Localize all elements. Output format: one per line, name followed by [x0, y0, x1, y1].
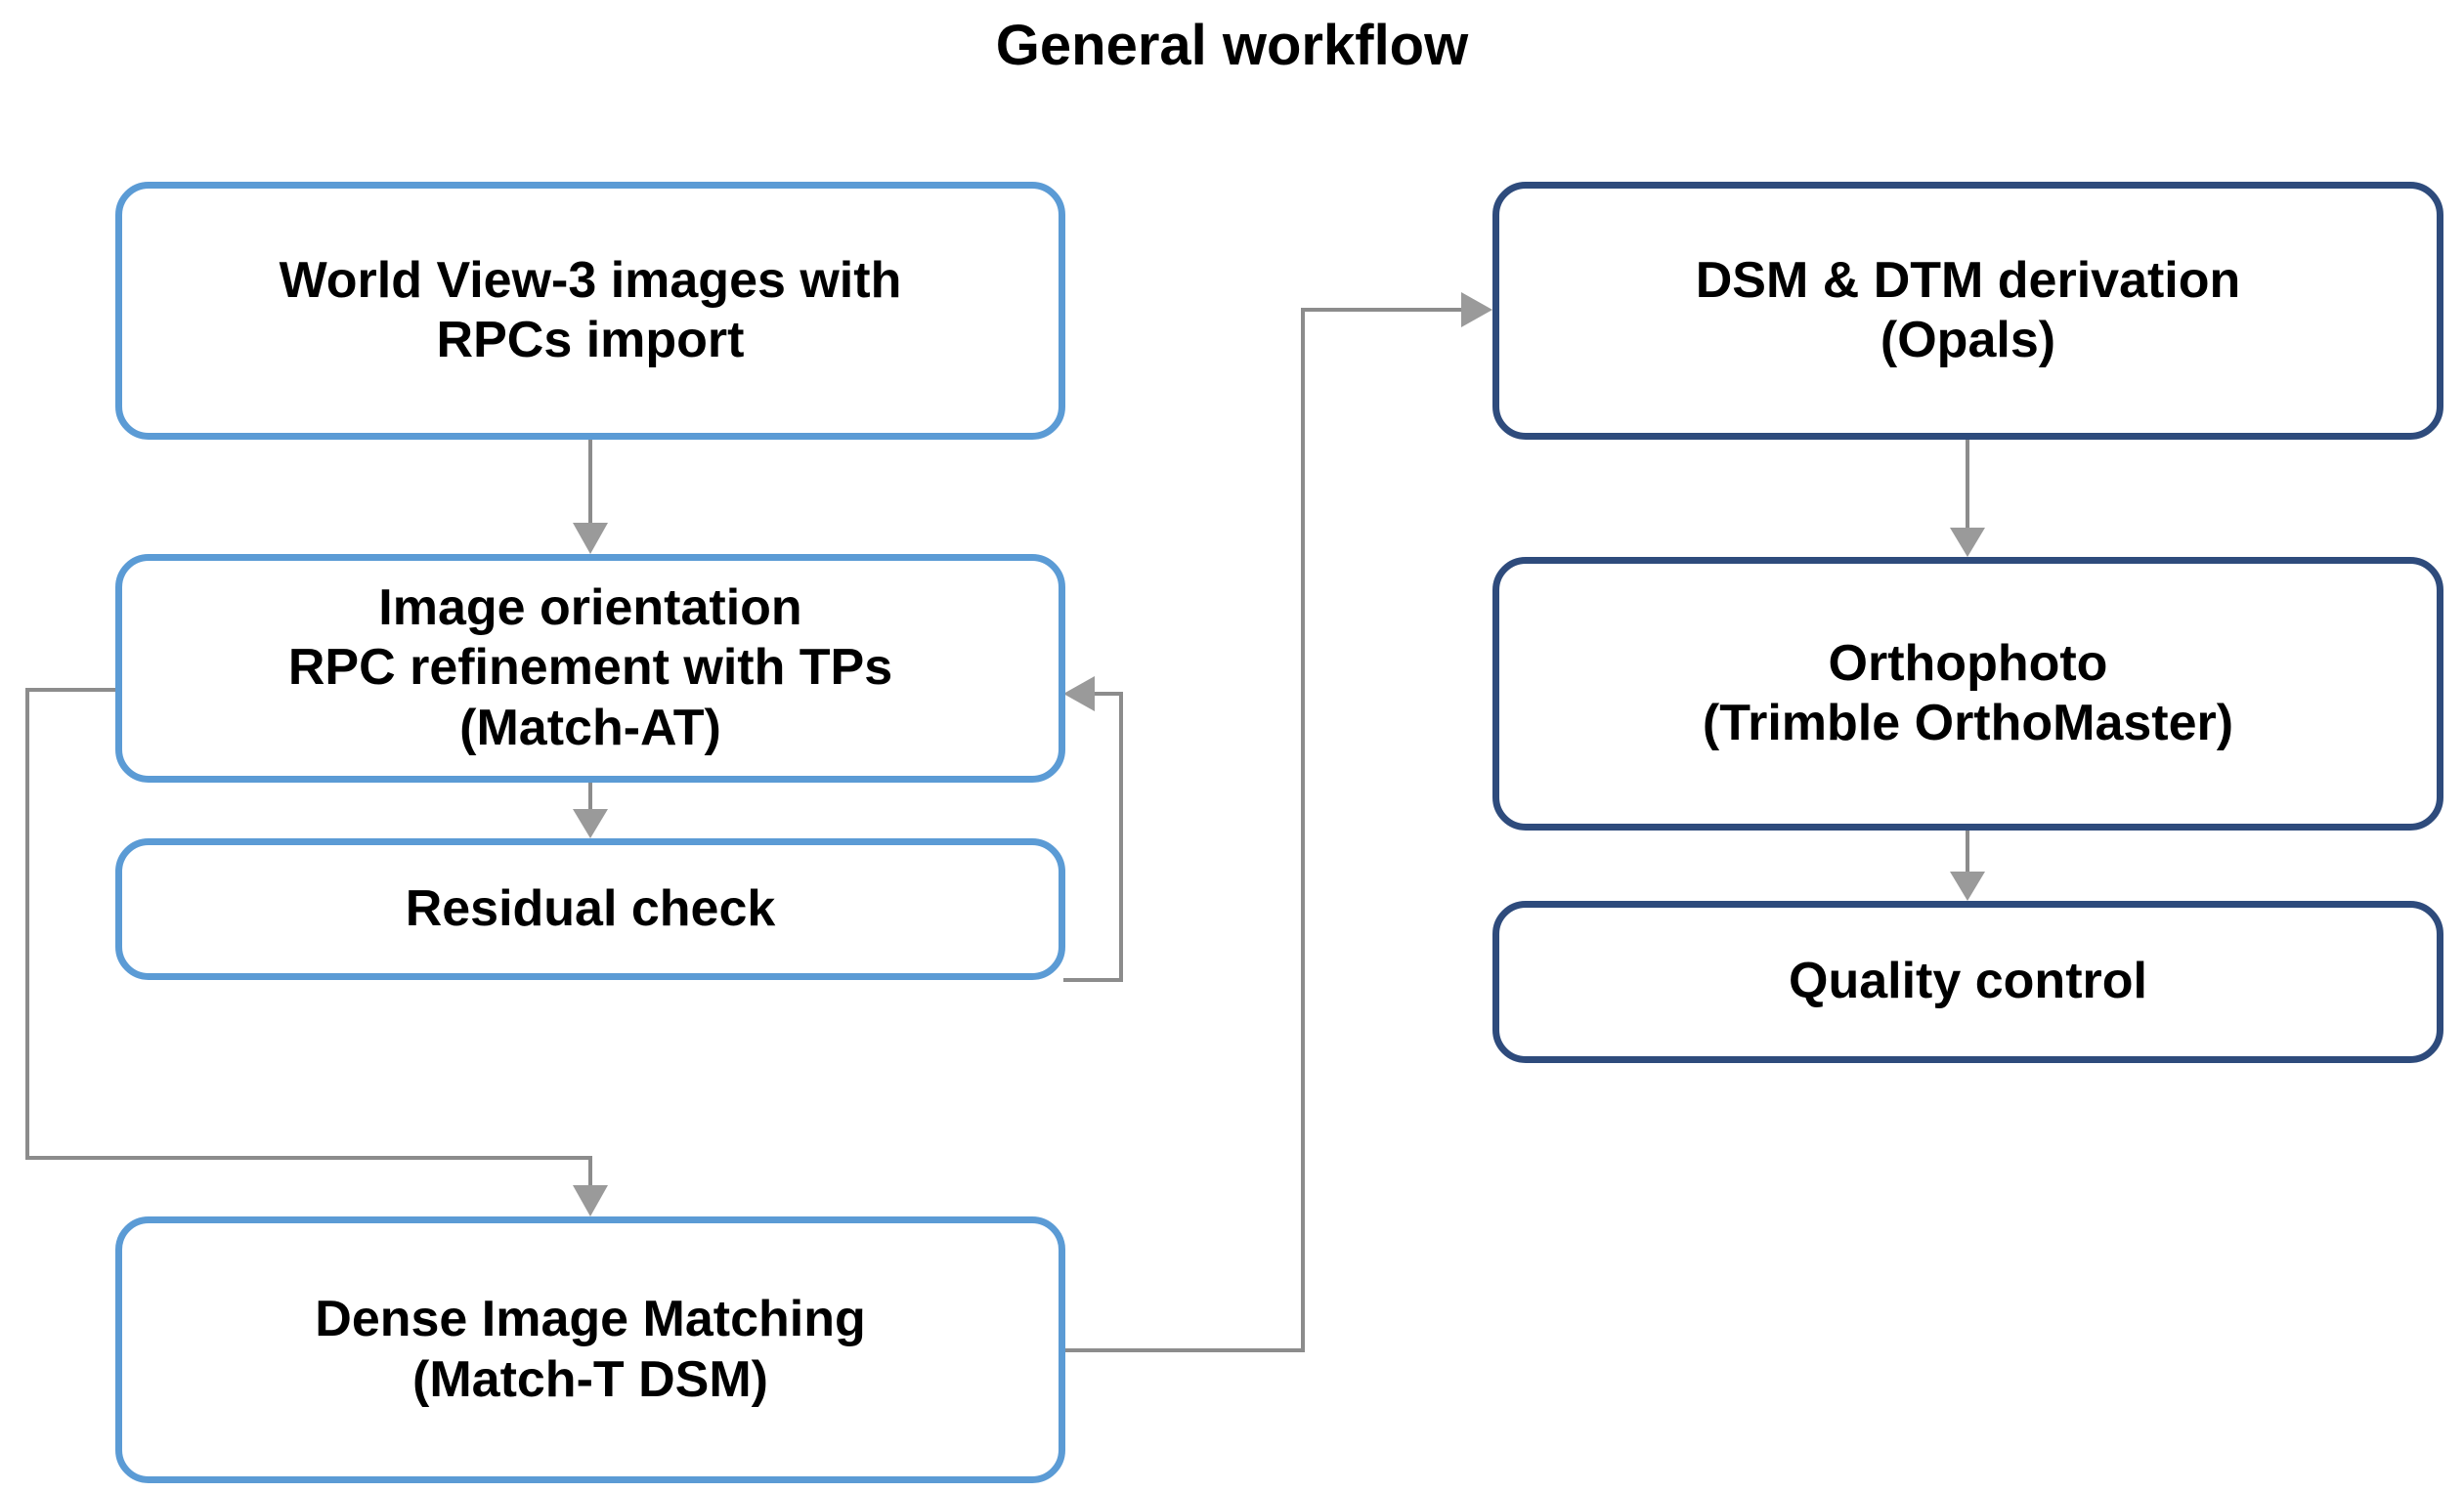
edge-orthophoto-to-quality-control: [1950, 831, 1985, 901]
node-label: Image orientation RPC refinement with TP…: [287, 578, 893, 756]
edge-worldview-to-orientation: [573, 440, 608, 554]
page-title: General workflow: [995, 14, 1469, 77]
node-dense-image-matching[interactable]: Dense Image Matching (Match-T DSM): [115, 1216, 1065, 1483]
edge-dense-matching-to-dsm-dtm: [1063, 292, 1492, 1352]
node-residual-check[interactable]: Residual check: [115, 838, 1065, 980]
edge-orientation-to-residual: [573, 782, 608, 838]
node-label: Dense Image Matching (Match-T DSM): [315, 1291, 866, 1408]
node-label: World View-3 images with RPCs import: [279, 251, 902, 368]
node-orthophoto[interactable]: Orthophoto (Trimble OrthoMaster): [1492, 557, 2443, 831]
node-image-orientation[interactable]: Image orientation RPC refinement with TP…: [115, 554, 1065, 783]
edge-dsm-dtm-to-orthophoto: [1950, 440, 1985, 557]
node-label: Residual check: [405, 879, 776, 937]
node-dsm-dtm-derivation[interactable]: DSM & DTM derivation (Opals): [1492, 182, 2443, 440]
node-quality-control[interactable]: Quality control: [1492, 901, 2443, 1063]
node-label: Quality control: [1789, 953, 2147, 1010]
node-worldview-import[interactable]: World View-3 images with RPCs import: [115, 182, 1065, 440]
node-label: Orthophoto (Trimble OrthoMaster): [1702, 634, 2234, 751]
edge-residual-feedback-to-orientation: [1063, 676, 1123, 982]
node-label: DSM & DTM derivation (Opals): [1695, 251, 2241, 368]
